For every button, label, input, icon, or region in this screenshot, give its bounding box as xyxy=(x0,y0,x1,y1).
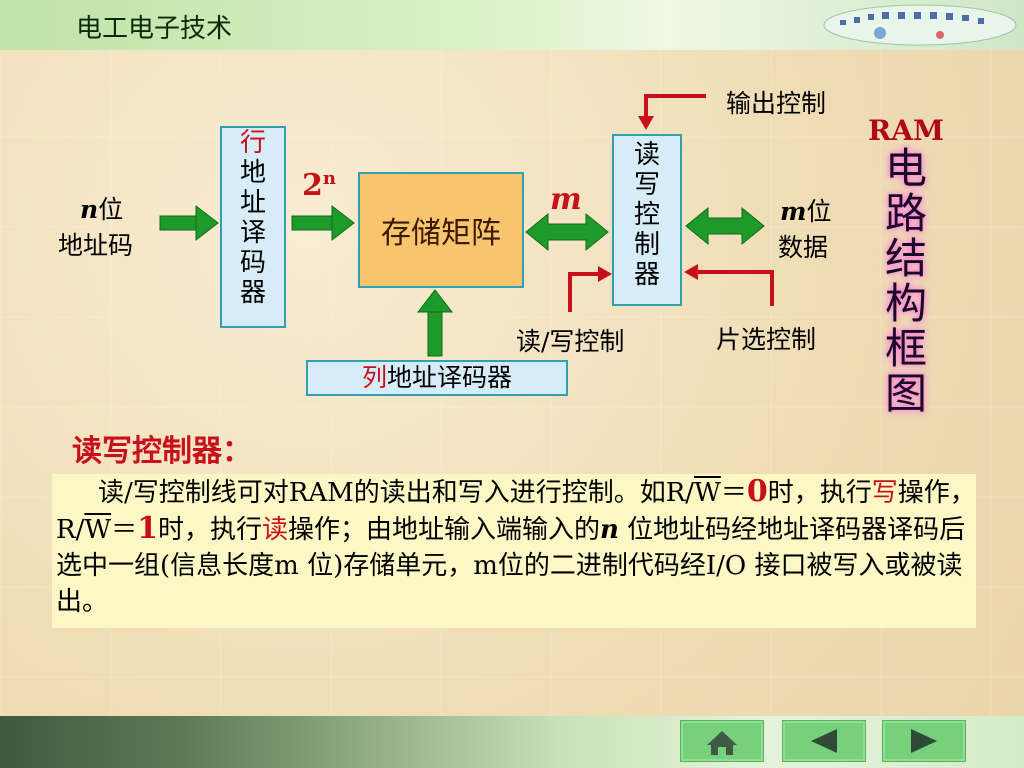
footer-bar xyxy=(0,716,1024,768)
paragraph-highlight xyxy=(52,474,976,628)
read-write-controller: 读 写 控 制 器 xyxy=(612,134,682,306)
arrow-matrix-rw-bidirectional xyxy=(525,212,609,252)
column-address-decoder: 列地址译码器 xyxy=(306,360,568,396)
two-to-n-label: 2n xyxy=(302,168,336,203)
chip-select-label: 片选控制 xyxy=(716,325,817,354)
course-title: 电工电子技术 xyxy=(76,14,233,44)
address-input-line2: 地址码 xyxy=(58,231,134,260)
row-decoder-char-row: 行 xyxy=(239,128,266,158)
storage-matrix: 存储矩阵 xyxy=(358,172,524,288)
data-label-line1: m位 xyxy=(780,197,832,226)
rw-ctrl-char: 制 xyxy=(633,230,660,260)
address-input-line1: n位 xyxy=(80,195,124,224)
arrow-rw-data-bidirectional xyxy=(685,206,765,246)
row-decoder-char: 译 xyxy=(239,218,266,248)
ram-vertical-title: 电 路 结 构 框 图 xyxy=(884,144,927,418)
arrow-row-decoder-to-matrix xyxy=(291,204,355,242)
arrow-chip-select xyxy=(684,264,774,306)
row-decoder-char: 地 xyxy=(239,158,266,188)
row-decoder-char: 码 xyxy=(239,248,266,278)
rw-ctrl-char: 读 xyxy=(633,140,660,170)
output-control-label: 输出控制 xyxy=(726,89,827,118)
description-paragraph: 读/写控制线可对RAM的读出和写入进行控制。如R/W＝0时，执行写操作，R/W＝… xyxy=(56,474,976,617)
m-bus-label: m xyxy=(550,182,582,217)
decorative-banner-icon xyxy=(823,4,1017,46)
data-label-line2: 数据 xyxy=(778,233,829,262)
row-address-decoder: 行 地 址 译 码 器 xyxy=(220,126,286,328)
triangle-left-icon xyxy=(811,729,837,753)
previous-slide-button[interactable] xyxy=(782,720,866,762)
arrow-rw-control xyxy=(568,266,612,312)
home-icon xyxy=(707,731,737,755)
rw-ctrl-char: 写 xyxy=(633,170,660,200)
next-slide-button[interactable] xyxy=(882,720,966,762)
arrow-output-control xyxy=(638,94,706,130)
row-decoder-char: 址 xyxy=(239,188,266,218)
rw-ctrl-char: 器 xyxy=(633,260,660,290)
col-decoder-first-char: 列 xyxy=(361,363,387,392)
rw-ctrl-char: 控 xyxy=(633,200,660,230)
rw-control-label: 读/写控制 xyxy=(516,327,625,356)
col-decoder-rest: 地址译码器 xyxy=(387,363,513,392)
header-bar: 电工电子技术 xyxy=(0,0,1024,50)
section-title: 读写控制器： xyxy=(72,434,252,469)
arrow-address-to-row-decoder xyxy=(159,204,219,242)
home-button[interactable] xyxy=(680,720,764,762)
row-decoder-char: 器 xyxy=(239,278,266,308)
arrow-col-decoder-to-matrix xyxy=(416,289,454,357)
ram-title: RAM xyxy=(868,114,944,147)
triangle-right-icon xyxy=(911,729,937,753)
